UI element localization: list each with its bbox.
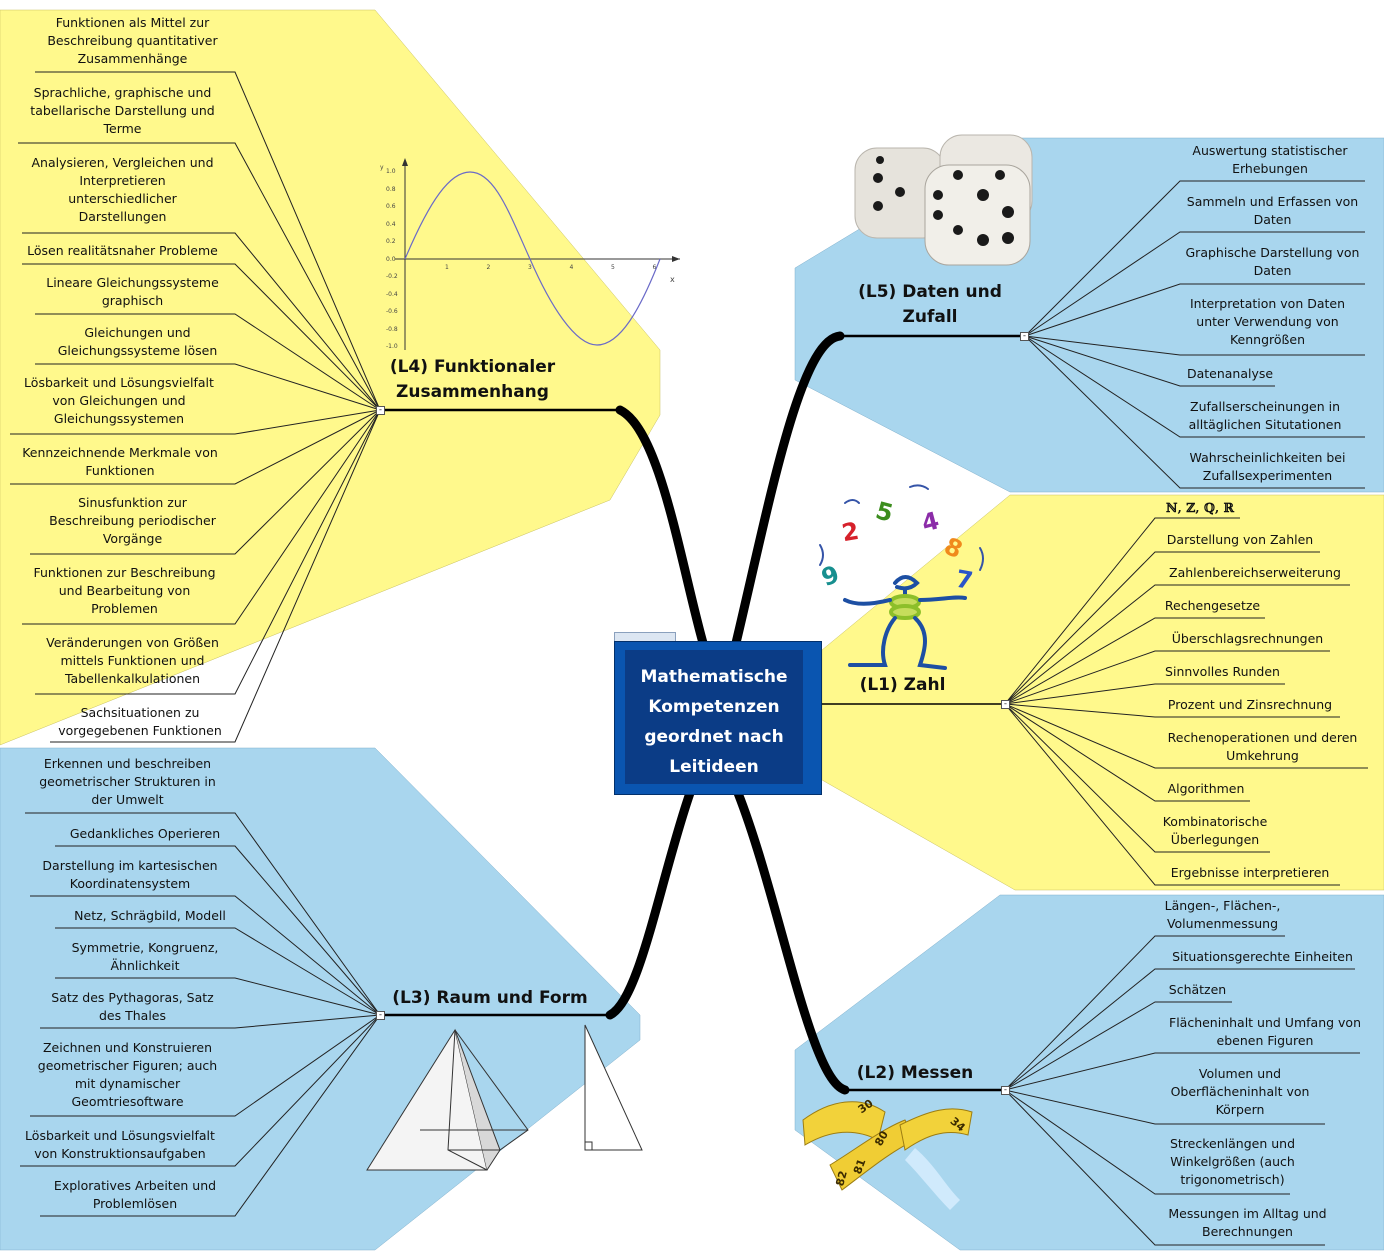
sine-x-tick-label: 6 (652, 264, 657, 271)
l2-leaf[interactable]: Volumen und Oberflächeninhalt von Körper… (1170, 1066, 1310, 1117)
l1-leaf[interactable]: Sinnvolles Runden (1165, 664, 1280, 679)
l1-leaf[interactable]: ℕ, ℤ, ℚ, ℝ (1166, 500, 1234, 515)
l2-leaf[interactable]: Längen-, Flächen-, Volumenmessung (1164, 898, 1281, 931)
l5-leaf[interactable]: Wahrscheinlichkeiten bei Zufallsexperime… (1189, 450, 1346, 483)
l4-leaf[interactable]: Analysieren, Vergleichen und Interpretie… (31, 155, 214, 224)
center-node[interactable]: Mathematische Kompetenzen geordnet nach … (614, 641, 822, 795)
l2-collapse-toggle[interactable]: - (1001, 1085, 1010, 1095)
l1-leaf[interactable]: Prozent und Zinsrechnung (1167, 697, 1333, 712)
l4-collapse-toggle[interactable]: - (376, 405, 385, 415)
l3-leaf[interactable]: Zeichnen und Konstruieren geometrischer … (37, 1040, 218, 1109)
l3-leaf[interactable]: Erkennen und beschreiben geometrischer S… (39, 756, 216, 807)
l4-leaf[interactable]: Funktionen zur Beschreibung und Bearbeit… (33, 565, 216, 616)
sine-y-tick-label: 0.2 (386, 238, 396, 245)
l3-leaf[interactable]: Netz, Schrägbild, Modell (74, 908, 226, 923)
l4-leaf[interactable]: Sprachliche, graphische und tabellarisch… (30, 85, 215, 136)
l5-leaf[interactable]: Interpretation von Daten unter Verwendun… (1189, 296, 1346, 347)
l1-leaf[interactable]: Ergebnisse interpretieren (1170, 865, 1330, 880)
sine-y-tick-label: -0.6 (386, 308, 398, 315)
l1-leaf-connectors (1004, 517, 1368, 886)
l1-leaf[interactable]: Darstellung von Zahlen (1166, 532, 1314, 547)
l2-main-connector (733, 788, 850, 1095)
l5-collapse-toggle[interactable]: - (1020, 331, 1029, 341)
sine-y-tick-label: 0.0 (386, 255, 396, 263)
l4-leaf[interactable]: Funktionen als Mittel zur Beschreibung q… (47, 15, 218, 66)
l4-leaf[interactable]: Sinusfunktion zur Beschreibung periodisc… (49, 495, 216, 546)
sine-y-tick-label: 0.6 (386, 203, 396, 210)
sine-graph-image (395, 158, 680, 350)
juggler-image (819, 484, 984, 670)
center-node-inner: Mathematische Kompetenzen geordnet nach … (625, 650, 803, 784)
l3-branch-title[interactable]: (L3) Raum und Form (392, 988, 588, 1008)
l4-region (0, 9, 661, 746)
l5-leaf[interactable]: Sammeln und Erfassen von Daten (1186, 194, 1359, 227)
l1-leaf[interactable]: Zahlenbereichserweiterung (1169, 565, 1341, 580)
l3-collapse-toggle[interactable]: - (376, 1010, 385, 1020)
center-node-title: Mathematische Kompetenzen geordnet nach … (640, 667, 788, 777)
sine-y-tick-label: 0.4 (386, 220, 396, 228)
l1-branch-title[interactable]: (L1) Zahl (859, 675, 946, 695)
l4-leaf[interactable]: Lösen realitätsnaher Probleme (27, 243, 218, 258)
l2-leaf[interactable]: Streckenlängen und Winkelgrößen (auch tr… (1169, 1136, 1296, 1187)
sine-y-tick-label: -0.2 (386, 273, 398, 280)
l5-main-connector (731, 331, 845, 648)
l5-leaf[interactable]: Datenanalyse (1186, 366, 1274, 381)
l5-leaf[interactable]: Graphische Darstellung von Daten (1185, 245, 1360, 278)
l5-branch-title[interactable]: (L5) Daten und Zufall (858, 282, 1002, 327)
l5-leaf[interactable]: Zufallserscheinungen in alltäglichen Sit… (1188, 399, 1342, 432)
l4-leaf[interactable]: Veränderungen von Größen mittels Funktio… (46, 635, 219, 686)
l2-region (794, 894, 1384, 1251)
l4-leaf-connectors (10, 71, 381, 743)
sine-x-tick-label: 5 (611, 264, 615, 271)
l3-leaf[interactable]: Gedankliches Operieren (69, 826, 221, 841)
l1-leaf[interactable]: Algorithmen (1167, 781, 1245, 796)
sine-y-tick-label: 1.0 (386, 168, 396, 175)
l1-region (821, 494, 1384, 891)
sine-x-tick-label: 1 (445, 264, 449, 271)
dice-image (854, 134, 1033, 266)
l1-leaf[interactable]: Rechenoperationen und deren Umkehrung (1167, 730, 1358, 763)
sine-y-tick-label: 0.8 (386, 185, 396, 193)
l4-branch-title[interactable]: (L4) Funktionaler Zusammenhang (389, 357, 556, 402)
l4-leaf[interactable]: Kennzeichnende Merkmale von Funktionen (22, 445, 218, 478)
l3-main-connector (605, 788, 695, 1020)
l1-collapse-toggle[interactable]: - (1001, 699, 1010, 709)
l3-leaf[interactable]: Exploratives Arbeiten und Problemlösen (53, 1178, 217, 1211)
l4-leaf[interactable]: Gleichungen und Gleichungssysteme lösen (57, 325, 218, 358)
l1-leaf[interactable]: Rechengesetze (1164, 598, 1261, 613)
l2-leaf[interactable]: Messungen im Alltag und Berechnungen (1168, 1206, 1327, 1239)
l4-leaf[interactable]: Lineare Gleichungssysteme graphisch (46, 275, 219, 308)
l1-leaf[interactable]: Kombinatorische Überlegungen (1162, 814, 1268, 847)
l5-leaf[interactable]: Auswertung statistischer Erhebungen (1192, 143, 1348, 176)
l3-leaf[interactable]: Darstellung im kartesischen Koordinatens… (42, 858, 218, 891)
sine-x-tick-label: 4 (569, 264, 574, 271)
sine-x-axis-label: x (670, 275, 675, 284)
measuring-tape-image (802, 1101, 973, 1210)
l3-leaf[interactable]: Lösbarkeit und Lösungsvielfalt von Konst… (25, 1128, 215, 1161)
sine-x-tick-label: 3 (528, 264, 532, 271)
l4-main-connector (615, 405, 708, 648)
l5-leaf-connectors (1024, 180, 1365, 489)
sine-y-tick-label: -0.8 (386, 325, 398, 333)
l2-leaf[interactable]: Schätzen (1168, 982, 1227, 997)
pyramid-image (366, 1024, 643, 1171)
l4-leaf[interactable]: Sachsituationen zu vorgegebenen Funktion… (58, 705, 222, 738)
l3-leaf-connectors (20, 812, 381, 1217)
sine-y-tick-label: -1.0 (386, 343, 398, 350)
sine-y-axis-label: y (380, 164, 384, 171)
l2-leaf-connectors (1004, 935, 1360, 1246)
l3-leaf[interactable]: Symmetrie, Kongruenz, Ähnlichkeit (71, 940, 219, 973)
l3-leaf[interactable]: Satz des Pythagoras, Satz des Thales (51, 990, 214, 1023)
l2-leaf[interactable]: Flächeninhalt und Umfang von ebenen Figu… (1169, 1015, 1361, 1048)
l4-leaf[interactable]: Lösbarkeit und Lösungsvielfalt von Gleic… (24, 375, 214, 426)
l2-leaf[interactable]: Situationsgerechte Einheiten (1172, 949, 1353, 964)
l2-branch-title[interactable]: (L2) Messen (856, 1063, 974, 1083)
l1-leaf[interactable]: Überschlagsrechnungen (1171, 631, 1324, 646)
sine-y-tick-label: -0.4 (386, 290, 398, 298)
sine-x-tick-label: 2 (486, 264, 491, 271)
